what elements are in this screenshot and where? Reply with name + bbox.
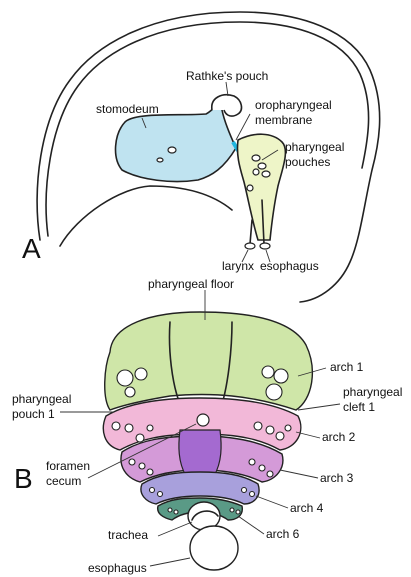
label-pharyngeal-floor: pharyngeal floor — [148, 277, 234, 291]
label-pharyngeal-cleft-1a: pharyngeal — [343, 385, 402, 399]
esophagus-opening — [190, 526, 238, 570]
panel-b-pharyngeal-floor: pharyngeal floor arch 1 pharyngeal cleft… — [12, 277, 402, 575]
label-stomodeum: stomodeum — [96, 102, 159, 116]
panel-label-b: B — [14, 463, 33, 494]
label-arch-3: arch 3 — [320, 471, 354, 485]
label-trachea: trachea — [108, 528, 148, 542]
leader-arch6 — [238, 516, 264, 534]
label-pharyngeal-pouch-1b: pouch 1 — [12, 407, 55, 421]
label-pharyngeal-pouches-2: pouches — [285, 155, 330, 169]
label-arch-2: arch 2 — [322, 430, 356, 444]
label-rathkes-pouch: Rathke's pouch — [186, 69, 268, 83]
label-arch-6: arch 6 — [266, 527, 300, 541]
leader-arch4 — [256, 496, 288, 508]
label-oropharyngeal-2: membrane — [255, 113, 313, 127]
stomodeum-cavity — [116, 106, 236, 182]
body-lower-outline — [60, 186, 232, 246]
label-oropharyngeal-1: oropharyngeal — [255, 98, 332, 112]
panel-a-sagittal-embryo: Rathke's pouch stomodeum oropharyngeal m… — [22, 12, 380, 302]
leader-esophagus-b — [150, 558, 190, 566]
pharynx-shape — [237, 134, 285, 240]
label-esophagus-a: esophagus — [260, 259, 319, 273]
label-foramen-cecum-2: cecum — [46, 474, 81, 488]
panel-label-a: A — [22, 233, 41, 264]
label-larynx: larynx — [222, 259, 254, 273]
label-pharyngeal-pouch-1a: pharyngeal — [12, 392, 71, 406]
foramen-cecum-pit — [197, 414, 209, 426]
leader-cleft1 — [298, 404, 340, 410]
arch-3-center — [179, 430, 221, 476]
label-pharyngeal-pouches-1: pharyngeal — [285, 140, 344, 154]
label-foramen-cecum-1: foramen — [46, 459, 90, 473]
leader-trachea — [158, 522, 192, 536]
label-arch-1: arch 1 — [330, 360, 364, 374]
label-pharyngeal-cleft-1b: cleft 1 — [343, 400, 375, 414]
label-arch-4: arch 4 — [290, 501, 324, 515]
label-esophagus-b: esophagus — [88, 561, 147, 575]
leader-arch3 — [280, 470, 318, 478]
